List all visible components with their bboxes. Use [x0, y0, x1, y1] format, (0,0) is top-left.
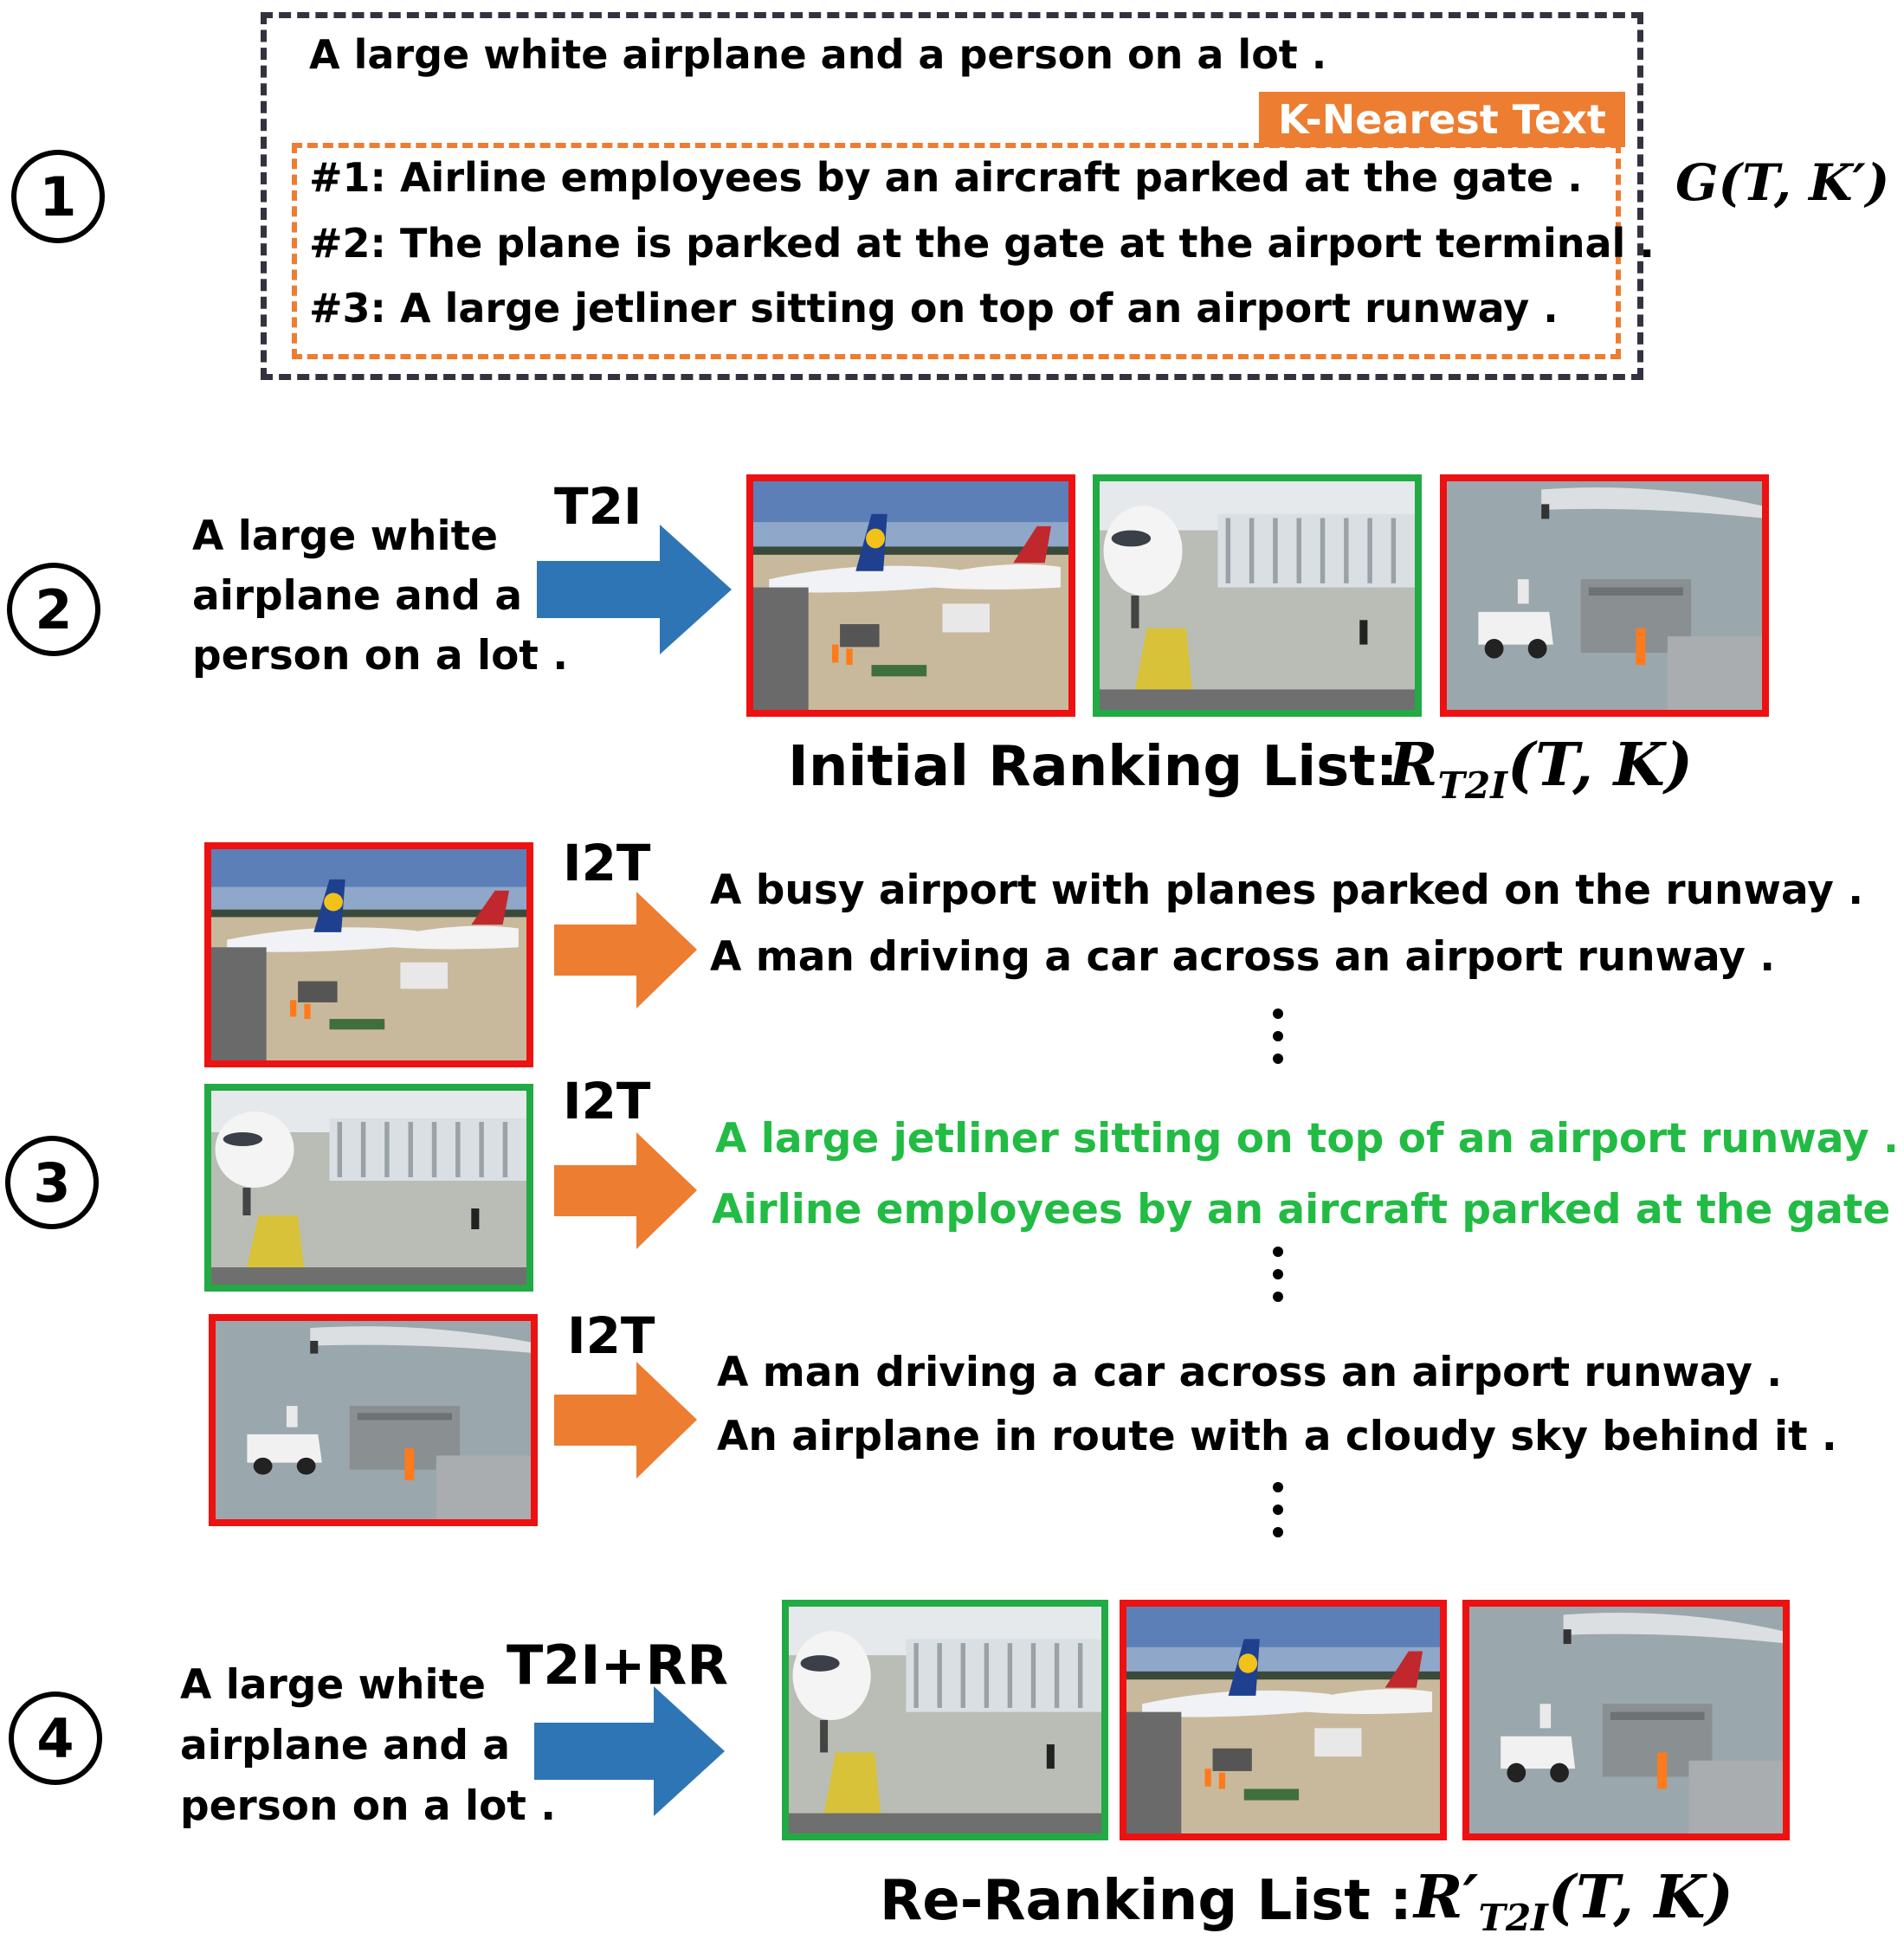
query-text: person on a lot . — [180, 1782, 557, 1830]
arrow-label: I2T — [563, 1072, 651, 1131]
airport-apron-scene — [753, 481, 1068, 710]
step-number-badge: 2 — [7, 563, 100, 656]
ellipsis-dots — [1273, 1247, 1285, 1314]
generated-caption-matched: A large jetliner sitting on top of an ai… — [715, 1115, 1899, 1163]
step-number-badge: 1 — [11, 150, 105, 243]
jet-bridge-scene — [211, 1091, 526, 1285]
k-nearest-box — [292, 143, 1621, 359]
candidate-image-airport-apron — [204, 842, 533, 1067]
jet-bridge-scene — [1100, 481, 1415, 710]
generator-formula: G(T, K′) — [1675, 153, 1890, 212]
generated-caption: An airplane in route with a cloudy sky b… — [717, 1413, 1837, 1460]
baggage-tug-scene — [1447, 481, 1762, 710]
orange-arrow — [554, 1362, 697, 1479]
reranking-caption: Re-Ranking List : — [880, 1869, 1412, 1933]
blue-arrow — [537, 525, 732, 654]
query-text: person on a lot . — [192, 632, 569, 680]
ranked-image-airport-apron — [746, 474, 1075, 717]
query-text: A large white — [192, 512, 498, 560]
reranked-image-baggage-tug — [1462, 1600, 1790, 1840]
neighbor-text: #2: The plane is parked at the gate at t… — [309, 220, 1655, 267]
query-text: airplane and a — [180, 1722, 511, 1769]
arrow-label: I2T — [567, 1306, 655, 1365]
orange-arrow — [554, 892, 697, 1008]
query-text: A large white airplane and a person on a… — [309, 31, 1327, 78]
ranked-image-baggage-tug — [1440, 474, 1769, 717]
generated-caption: A man driving a car across an airport ru… — [717, 1349, 1783, 1396]
ranking-formula: RT2I(T, K) — [1389, 731, 1693, 807]
ellipsis-dots — [1273, 1008, 1285, 1076]
query-text: airplane and a — [192, 572, 523, 620]
reranking-formula: R′T2I(T, K) — [1414, 1863, 1733, 1939]
reranked-image-jet-bridge — [782, 1600, 1108, 1840]
airport-apron-scene — [1126, 1607, 1440, 1833]
generated-caption: A busy airport with planes parked on the… — [710, 867, 1864, 914]
airport-apron-scene — [211, 849, 526, 1060]
ranked-image-jet-bridge — [1093, 474, 1422, 717]
k-nearest-label: K-Nearest Text — [1259, 92, 1625, 147]
query-box — [261, 12, 1643, 380]
step-number-badge: 4 — [9, 1691, 102, 1785]
query-text: A large white — [180, 1661, 486, 1709]
generated-caption-matched: Airline employees by an aircraft parked … — [712, 1186, 1904, 1234]
arrow-label: I2T — [563, 834, 651, 892]
candidate-image-baggage-tug — [209, 1314, 538, 1526]
baggage-tug-scene — [1469, 1607, 1783, 1833]
ranking-caption: Initial Ranking List: — [788, 735, 1398, 799]
generated-caption: A man driving a car across an airport ru… — [710, 933, 1776, 981]
candidate-image-jet-bridge — [204, 1084, 533, 1292]
blue-arrow — [534, 1686, 725, 1816]
reranked-image-airport-apron — [1120, 1600, 1447, 1840]
arrow-label: T2I+RR — [507, 1633, 728, 1697]
orange-arrow — [554, 1132, 697, 1249]
neighbor-text: #3: A large jetliner sitting on top of a… — [309, 285, 1559, 332]
baggage-tug-scene — [216, 1321, 531, 1519]
ellipsis-dots — [1273, 1482, 1285, 1550]
jet-bridge-scene — [789, 1607, 1101, 1833]
neighbor-text: #1: Airline employees by an aircraft par… — [309, 154, 1583, 201]
step-number-badge: 3 — [5, 1136, 99, 1229]
arrow-label: T2I — [554, 477, 642, 536]
